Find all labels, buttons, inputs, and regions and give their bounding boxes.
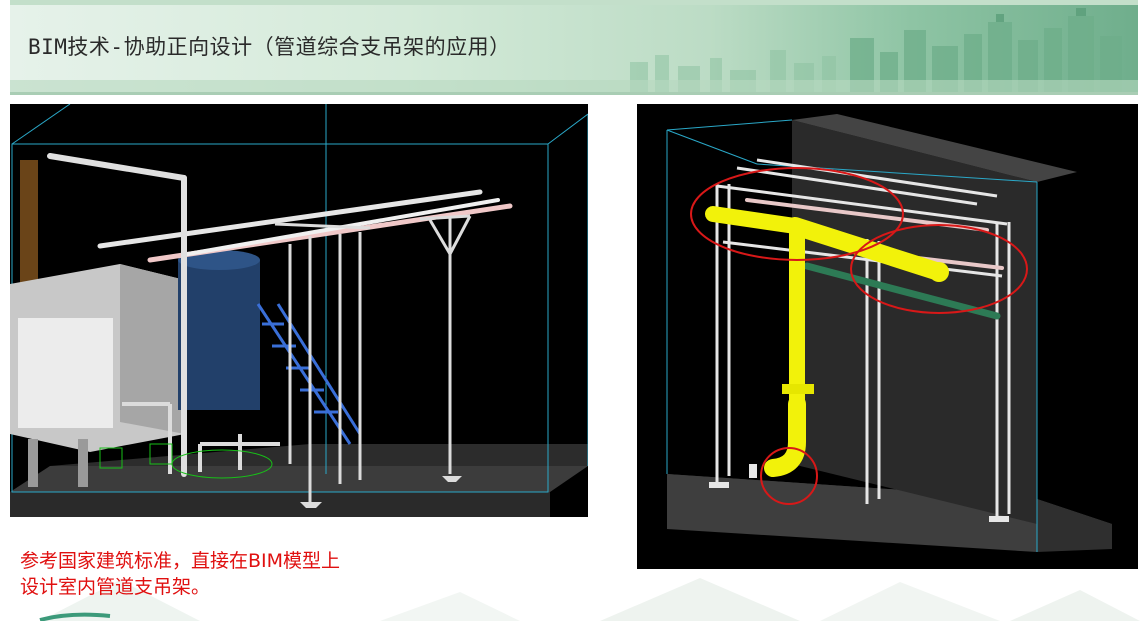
annotation-circle-icon — [690, 167, 1028, 505]
bim-model-left-image — [10, 104, 588, 517]
caption-text: 参考国家建筑标准，直接在BIM模型上 设计室内管道支吊架。 — [20, 548, 340, 600]
caption-line-1: 参考国家建筑标准，直接在BIM模型上 — [20, 550, 341, 572]
bim-model-right-image — [637, 104, 1138, 569]
banner-top-band — [10, 0, 1138, 5]
city-skyline-image — [10, 8, 1138, 92]
title-banner: BIM技术-协助正向设计（管道综合支吊架的应用） — [10, 0, 1138, 95]
page-title: BIM技术-协助正向设计（管道综合支吊架的应用） — [28, 35, 511, 59]
caption-line-2: 设计室内管道支吊架。 — [20, 576, 211, 598]
